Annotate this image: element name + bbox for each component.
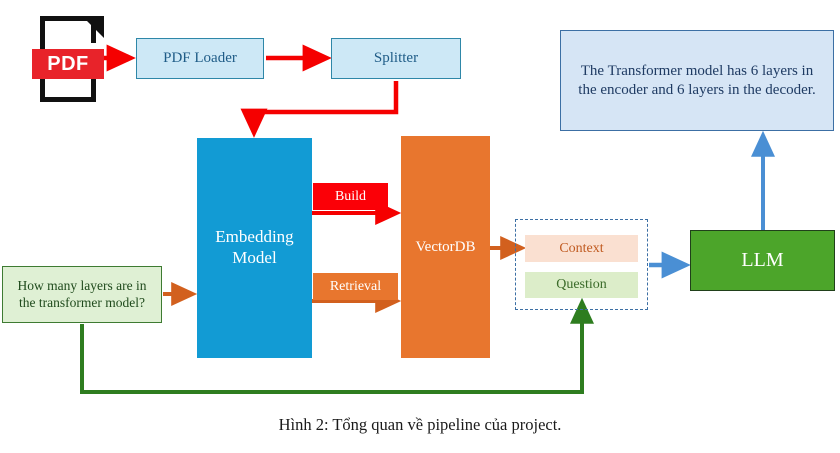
arrow-splitter-to-embedding: [240, 81, 399, 138]
pdf-fold-corner-icon: [82, 16, 104, 57]
embedding-model-label-line1: Embedding: [215, 227, 294, 247]
node-vectordb[interactable]: VectorDB: [401, 136, 490, 358]
prompt-group-dashed-box: [515, 219, 648, 310]
node-embedding-model[interactable]: Embedding Model: [197, 138, 312, 358]
edge-label-retrieval: Retrieval: [313, 273, 398, 300]
user-question-box: How many layers are in the transformer m…: [2, 266, 162, 323]
pdf-file-icon: PDF: [32, 16, 104, 102]
node-llm[interactable]: LLM: [690, 230, 835, 291]
pdf-banner: PDF: [32, 49, 104, 79]
pdf-banner-label: PDF: [47, 52, 89, 75]
prompt-question-slot: Question: [525, 272, 638, 298]
node-pdf-loader[interactable]: PDF Loader: [136, 38, 264, 79]
node-splitter[interactable]: Splitter: [331, 38, 461, 79]
prompt-context-slot: Context: [525, 235, 638, 262]
answer-output-box: The Transformer model has 6 layers in th…: [560, 30, 834, 131]
embedding-model-label-line2: Model: [232, 248, 277, 267]
edge-label-build: Build: [313, 183, 388, 210]
figure-caption: Hình 2: Tổng quan về pipeline của projec…: [278, 415, 562, 434]
